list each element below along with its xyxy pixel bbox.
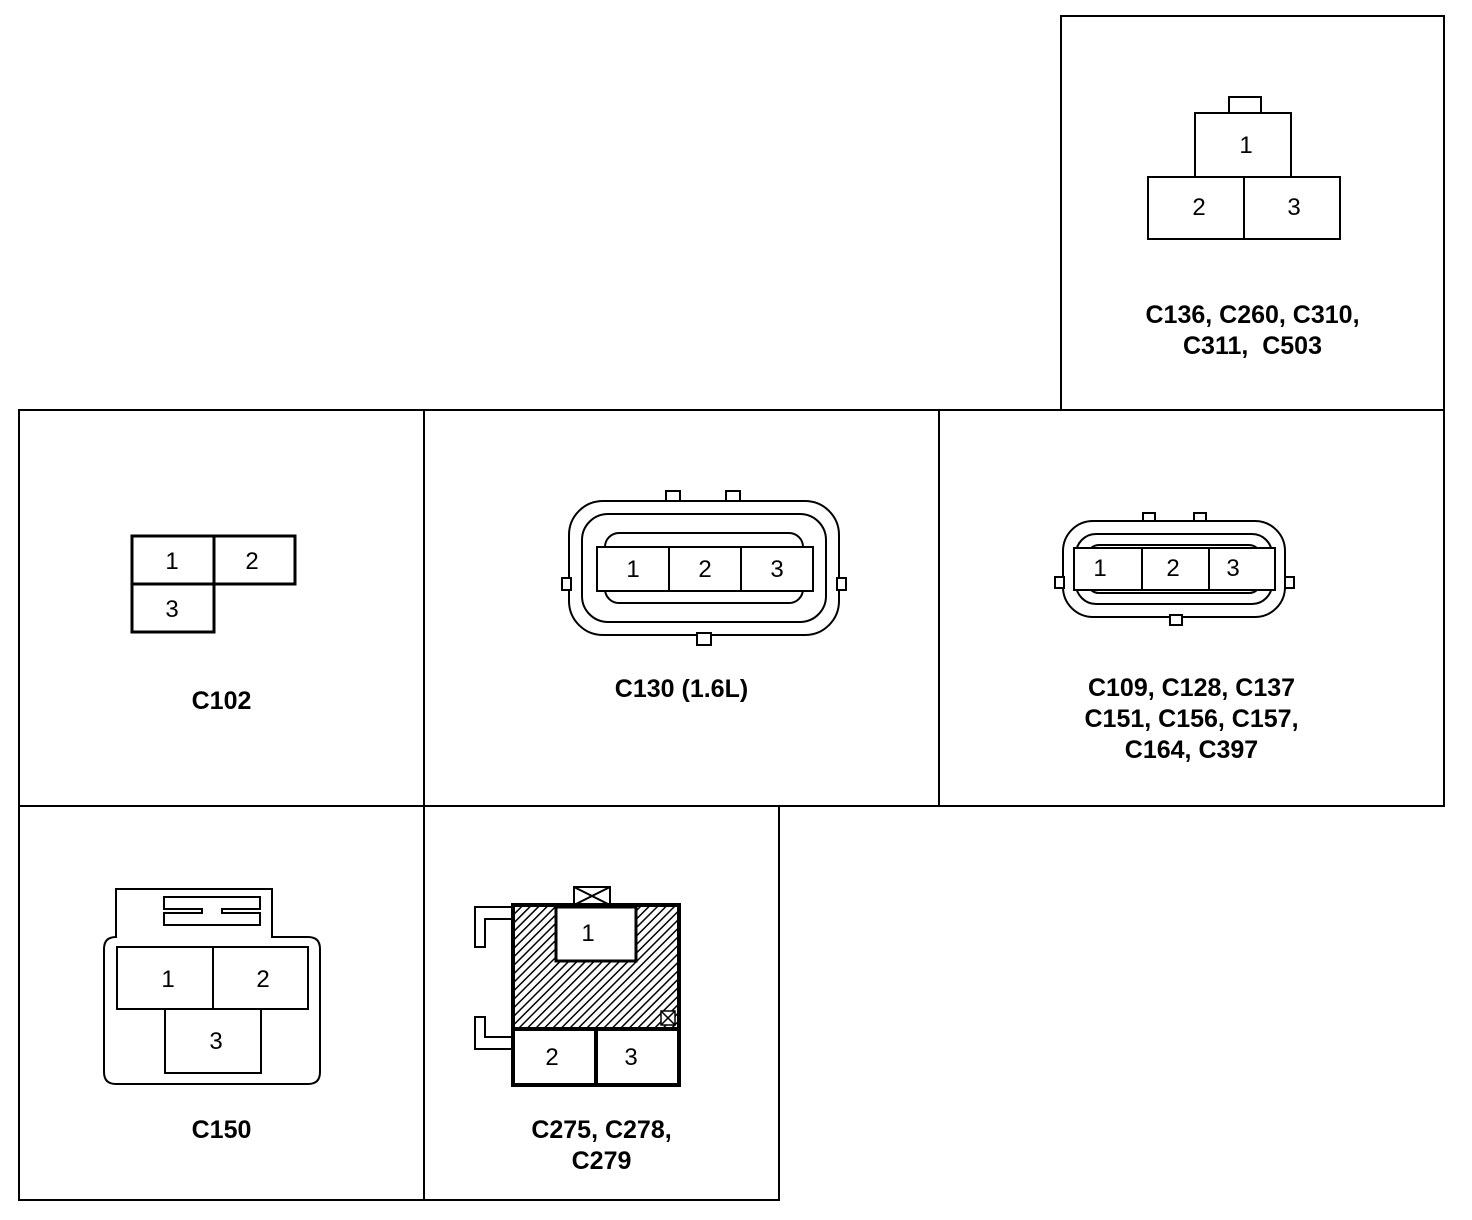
connector-label: C102 [20, 686, 423, 717]
label-line: C109, C128, C137 [1087, 674, 1296, 702]
connector-cell-c130: 1 2 3 C130 (1.6L) [423, 409, 940, 807]
pin-2: 2 [545, 1044, 558, 1071]
connector-cell-c109-group: 1 2 3 C109, C128, C137 C151, C156, C157,… [938, 409, 1445, 807]
connector-label: C130 (1.6L) [425, 674, 938, 705]
pin-3: 3 [770, 556, 783, 583]
connector-cell-c136-group: 1 2 3 C136, C260, C310, C311, C503 [1060, 15, 1445, 411]
label-line: C311, C503 [1183, 332, 1322, 360]
pin-3: 3 [1287, 194, 1300, 221]
pin-3: 3 [165, 596, 178, 623]
label-line: C130 (1.6L) [614, 675, 749, 703]
connector-cell-c150: 1 2 3 C150 [18, 805, 425, 1201]
connector-c130-diagram: 1 2 3 [561, 490, 847, 646]
pin-2: 2 [698, 556, 711, 583]
connector-cell-c102: 1 2 3 C102 [18, 409, 425, 807]
connector-label: C109, C128, C137 C151, C156, C157, C164,… [940, 673, 1443, 766]
pin-2: 2 [256, 966, 269, 993]
label-line: C150 [191, 1116, 252, 1144]
pin-3: 3 [209, 1028, 222, 1055]
pin-2: 2 [1192, 194, 1205, 221]
label-line: C164, C397 [1124, 736, 1259, 764]
connector-cell-c275-group: 1 2 3 C275, C278, C279 [423, 805, 780, 1201]
pin-1: 1 [1239, 132, 1252, 159]
pin-1: 1 [161, 966, 174, 993]
connector-c109-diagram: 1 2 3 [1054, 512, 1295, 626]
connector-c136-diagram: 1 2 3 [1147, 96, 1341, 240]
label-line: C279 [571, 1147, 632, 1175]
pin-3: 3 [624, 1044, 637, 1071]
pin-1: 1 [1093, 555, 1106, 582]
pin-1: 1 [626, 556, 639, 583]
label-line: C275, C278, [531, 1116, 672, 1144]
connector-label: C275, C278, C279 [425, 1115, 778, 1177]
pin-2: 2 [245, 548, 258, 575]
connector-c102-diagram: 1 2 3 [130, 534, 297, 634]
connector-label: C136, C260, C310, C311, C503 [1062, 300, 1443, 362]
label-line: C151, C156, C157, [1084, 705, 1299, 733]
pin-1: 1 [165, 548, 178, 575]
connector-label: C150 [20, 1115, 423, 1146]
pin-1: 1 [581, 920, 594, 947]
connector-c150-diagram: 1 2 3 [103, 888, 321, 1085]
pin-2: 2 [1166, 555, 1179, 582]
pin-3: 3 [1226, 555, 1239, 582]
label-line: C136, C260, C310, [1145, 301, 1360, 329]
label-line: C102 [191, 687, 252, 715]
connector-c275-diagram: 1 2 3 [474, 886, 681, 1087]
